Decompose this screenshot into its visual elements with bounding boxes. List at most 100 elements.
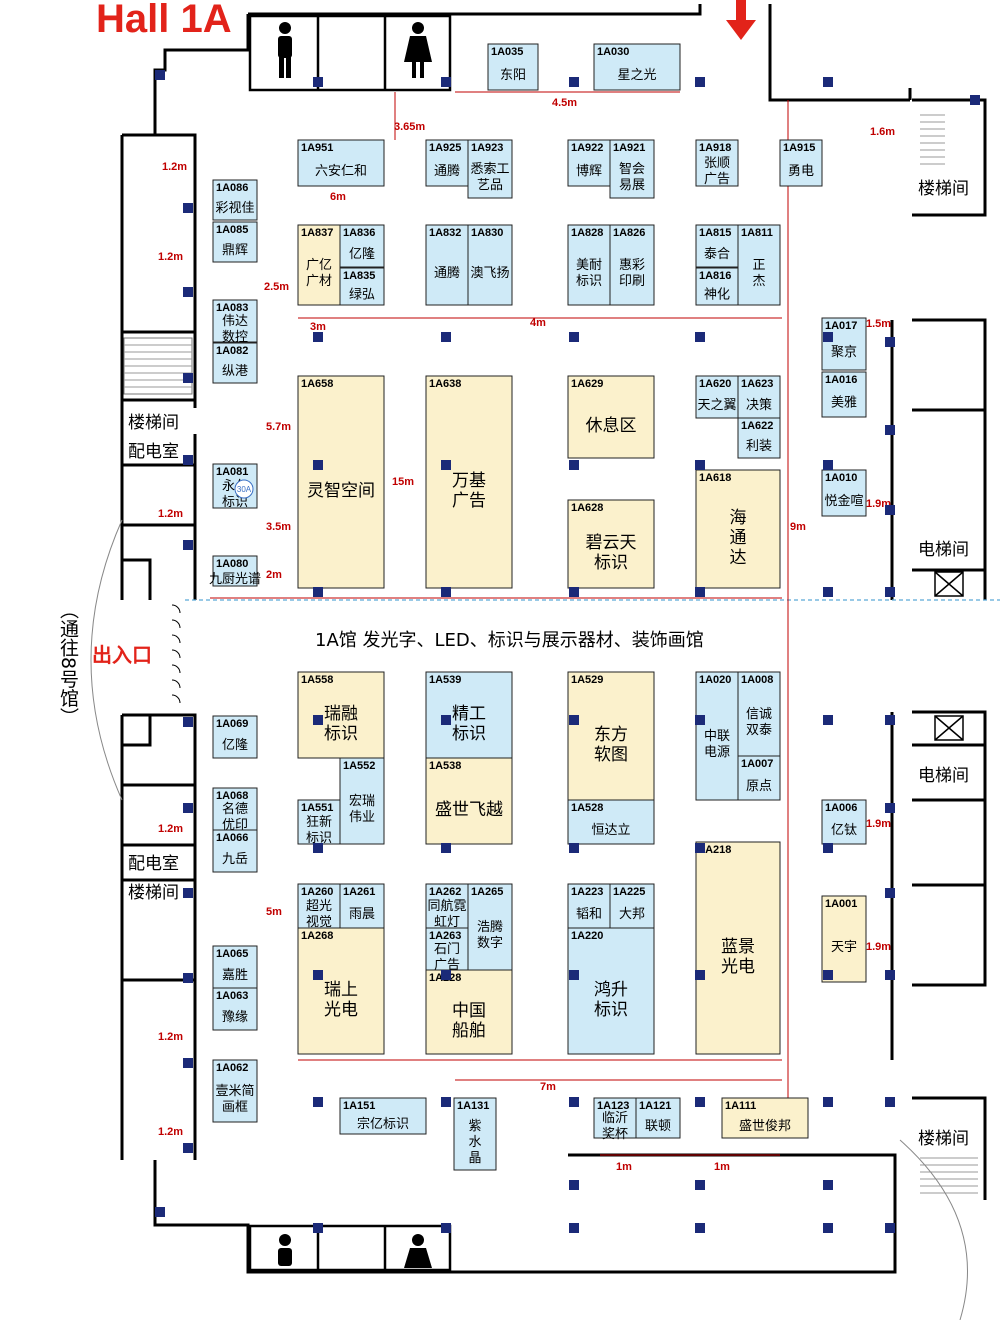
booth-id: 1A223 bbox=[571, 886, 603, 898]
man-restroom-icon bbox=[278, 22, 292, 78]
dimension-label: 1.2m bbox=[158, 823, 183, 835]
pillar bbox=[569, 1180, 579, 1190]
booth-name-part: 通 bbox=[730, 528, 747, 548]
booth-name-part: 信诚 bbox=[746, 707, 772, 722]
power-left-bottom-label: 配电室 bbox=[128, 854, 179, 874]
booth-rect bbox=[737, 755, 781, 801]
booth-1a228[interactable]: 1A228中国船舶 bbox=[425, 969, 513, 1055]
booth-rect bbox=[339, 1097, 427, 1135]
booth-name-part: 亿隆 bbox=[222, 738, 248, 753]
dimension-label: 15m bbox=[392, 476, 414, 488]
pillar bbox=[441, 332, 451, 342]
booth-name-part: 雨晨 bbox=[349, 907, 375, 922]
booth-id: 1A062 bbox=[216, 1062, 248, 1074]
booth-name-part: 原点 bbox=[746, 779, 772, 794]
pillar bbox=[970, 95, 980, 105]
dimension-label: 1.9m bbox=[866, 941, 891, 953]
booth-rect bbox=[425, 883, 469, 929]
booth-rect bbox=[593, 43, 681, 91]
pillar bbox=[313, 77, 323, 87]
booth-id: 1A265 bbox=[471, 886, 503, 898]
pillar bbox=[885, 505, 895, 515]
entrance-arc bbox=[90, 519, 968, 1320]
pillar bbox=[823, 1097, 833, 1107]
pillar bbox=[155, 70, 165, 80]
pillar bbox=[183, 540, 193, 550]
hall-title: Hall 1A bbox=[96, 0, 232, 41]
booth-name-part: 宗亿标识 bbox=[357, 1116, 409, 1132]
booth-id: 1A080 bbox=[216, 558, 248, 570]
booth-name-part: 张顺 bbox=[704, 156, 730, 171]
